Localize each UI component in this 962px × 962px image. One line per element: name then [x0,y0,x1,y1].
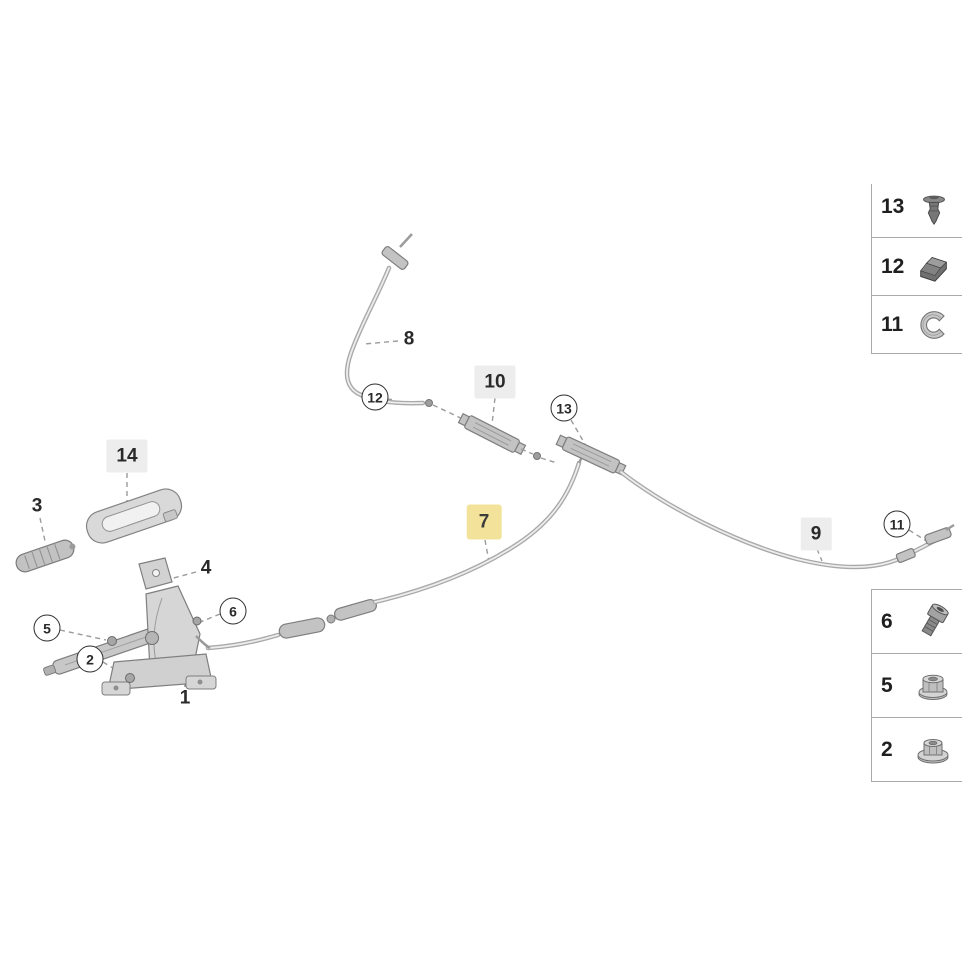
part-box-13[interactable]: 13 [871,184,962,238]
rear-cable-left [344,233,433,407]
callout-9[interactable]: 9 [800,517,832,551]
part-box-12-label: 12 [881,254,905,278]
flange-nut-icon [917,738,949,763]
callout-circle-2[interactable]: 2 [76,645,104,673]
part-box-6[interactable]: 6 [871,589,962,654]
part-box-11[interactable]: 11 [871,295,962,354]
retaining-clip-icon [920,310,945,339]
callout-4[interactable]: 4 [200,557,212,579]
part-box-5[interactable]: 5 [871,653,962,718]
callout-3[interactable]: 3 [31,495,43,517]
handbrake-boot [85,488,183,544]
expanding-rivet-icon [923,195,945,225]
callout-circle-13[interactable]: 13 [550,394,578,422]
handbrake-lever-assembly [43,585,217,696]
part-box-2[interactable]: 2 [871,717,962,782]
part-box-12[interactable]: 12 [871,237,962,296]
callout-circle-6[interactable]: 6 [219,597,247,625]
socket-head-screw-icon [921,603,949,636]
part-box-5-label: 5 [881,673,893,697]
part-box-11-label: 11 [881,312,904,336]
part-box-6-label: 6 [881,609,893,633]
callout-10[interactable]: 10 [474,365,516,399]
part-box-2-label: 2 [881,737,893,761]
callout-circle-11[interactable]: 11 [883,510,911,538]
front-cable [205,450,587,651]
callout-circle-12[interactable]: 12 [361,383,389,411]
cable-adjuster-10 [432,404,558,464]
callout-circle-5[interactable]: 5 [33,614,61,642]
cable-clip-icon [920,256,948,282]
callout-14[interactable]: 14 [106,439,148,473]
flange-nut-icon [918,674,948,700]
cable-bracket [138,557,173,590]
cable-adjuster-13 [555,434,627,476]
part-box-13-label: 13 [881,194,905,218]
callout-1[interactable]: 1 [179,687,191,709]
rear-cable-right [618,469,955,570]
handbrake-grip [15,539,76,573]
callout-7-highlighted[interactable]: 7 [466,504,502,540]
callout-8[interactable]: 8 [403,328,415,350]
